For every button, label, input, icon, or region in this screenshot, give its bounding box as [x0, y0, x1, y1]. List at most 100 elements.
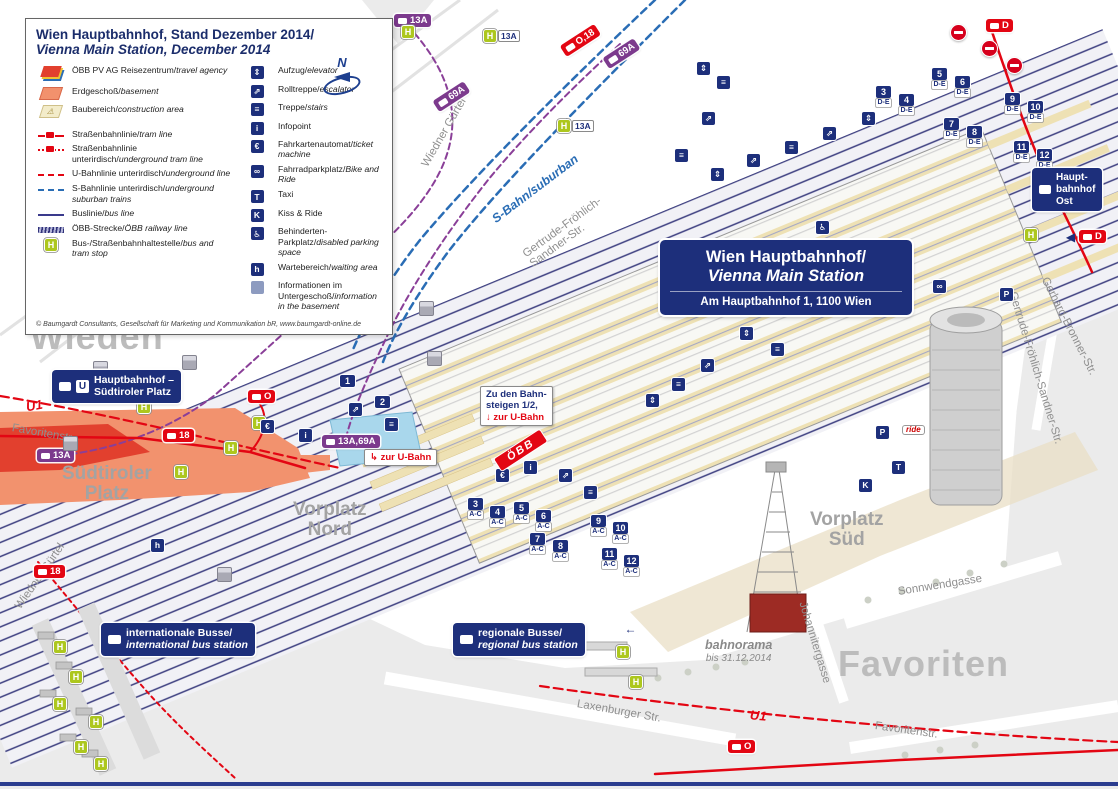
intl-bus-line1: internationale Busse/	[126, 627, 233, 639]
elevator-icon: ⇕	[646, 394, 659, 407]
stairs-icon: ≡	[672, 378, 685, 391]
hbf-ost-line1: Haupt-	[1056, 172, 1088, 183]
place-label-line1: Südtiroler	[62, 463, 152, 484]
platform-badge: 9 A-C	[591, 515, 606, 537]
hbf-ost-line2: bahnhof	[1056, 183, 1096, 195]
legend-item: K Kiss & Ride	[242, 208, 382, 222]
stairs-icon: ≡	[250, 103, 264, 116]
platform-number: 11	[602, 548, 617, 560]
tram-icon	[59, 381, 71, 391]
platform-sectors: D-E	[944, 131, 959, 140]
legend-item-label: Fahrkartenautomat/ticket machine	[278, 139, 374, 160]
bahnorama-name: bahnorama	[705, 638, 773, 652]
platform-badge: 9 D-E	[1005, 93, 1020, 115]
tram-bus-stop: H	[630, 676, 642, 688]
ticket-machine-icon: €	[261, 420, 274, 433]
trees	[654, 560, 1008, 759]
station-address: Am Hauptbahnhof 1, 1100 Wien	[670, 291, 902, 308]
legend-item: ÖBB-Strecke/ÖBB railway line	[36, 223, 232, 234]
tram-bus-stop: H	[402, 26, 414, 38]
escalator-icon: ⇗	[747, 154, 760, 167]
platform-number: 8	[553, 540, 568, 552]
platform-badge: 10 A-C	[613, 522, 628, 544]
legend-item-label: Behinderten-Parkplatz/disabled parking s…	[278, 226, 379, 257]
tram-bus-stop: H 13A	[484, 30, 520, 42]
tram-icon	[252, 393, 261, 400]
infopoint-icon: i	[250, 121, 264, 135]
legend-item: ∞ Fahrradparkplatz/Bike and Ride	[242, 164, 382, 185]
stairs-icon: ≡	[771, 343, 784, 356]
stairs-icon: ≡	[785, 141, 798, 154]
tram-route-badge: D	[986, 19, 1013, 33]
platform-number: 5	[932, 68, 947, 80]
bus-icon	[437, 97, 449, 108]
platform-direction-sign: Zu den Bahn- steigen 1/2, ↓ zur U-Bahn	[480, 386, 553, 427]
bus-icon	[326, 438, 335, 445]
bus-route-number: 13A	[410, 15, 428, 26]
platform-badge: 12 A-C	[624, 555, 639, 577]
legend-item: h Wartebereich/waiting area	[242, 262, 382, 276]
sign-line-ubahn: ↓ zur U-Bahn	[486, 411, 545, 423]
platform-sectors: D-E	[1037, 162, 1052, 171]
legend-title-de: Wien Hauptbahnhof, Stand Dezember 2014/	[36, 27, 315, 42]
underground-line-swatch	[38, 174, 64, 177]
platform-number: 11	[1014, 141, 1029, 153]
bahnorama-date: bis 31.12.2014	[705, 653, 772, 664]
platform-number: 3	[468, 498, 483, 510]
tram-bus-stop: H	[54, 641, 66, 653]
legend-item-label: Erdgeschoß/basement	[72, 85, 159, 96]
u1-line-label: U1	[24, 396, 44, 415]
platform-badge: 5 A-C	[514, 502, 529, 524]
elevator-icon: ⇕	[250, 66, 264, 79]
ubahn-station-box: U Hauptbahnhof – Südtiroler Platz	[52, 370, 181, 403]
platform-badge: 4 A-C	[490, 506, 505, 528]
legend-item-label: Taxi	[278, 189, 294, 200]
tram-icon	[1083, 233, 1092, 240]
u1-line-west	[0, 394, 342, 470]
bus-icon	[108, 634, 121, 644]
platform-sectors: D-E	[876, 99, 891, 108]
stop-icon: H	[138, 401, 150, 413]
platform-number: 4	[899, 94, 914, 106]
legend-item: S-Bahnlinie unterirdisch/underground sub…	[36, 183, 232, 204]
left-arrow-icon: ←	[624, 621, 637, 636]
basement-info-cube	[419, 301, 434, 316]
stop-icon: H	[90, 716, 102, 728]
platform-sectors: A-C	[602, 561, 617, 570]
tram-icon	[732, 743, 741, 750]
platform-number: 9	[1005, 93, 1020, 105]
tram-route-number: O	[264, 391, 272, 402]
stop-route-label: 13A	[498, 30, 520, 42]
elevator-icon: ⇕	[740, 327, 753, 340]
infopoint-icon: i	[299, 429, 312, 442]
place-label-line1: Vorplatz	[810, 509, 884, 530]
legend-item-label: Buslinie/bus line	[72, 208, 135, 219]
platform-badge: 7 D-E	[944, 118, 959, 140]
no-entry-icon	[950, 24, 967, 41]
ubahn-logo: U	[76, 379, 89, 393]
tram-bus-stop: H	[225, 442, 237, 454]
legend-title-en: Vienna Main Station, December 2014	[36, 42, 271, 57]
legend-panel: Wien Hauptbahnhof, Stand Dezember 2014/ …	[25, 18, 393, 335]
place-label: Vorplatz Nord	[293, 500, 367, 539]
tram-bus-stop: H	[54, 698, 66, 710]
stop-icon: H	[630, 676, 642, 688]
legend-item: Erdgeschoß/basement	[36, 86, 232, 100]
platform-number: 4	[490, 506, 505, 518]
stop-swatch: H	[45, 239, 57, 251]
platform-sectors: A-C	[536, 523, 551, 532]
waiting-area-icon: h	[250, 262, 264, 276]
tram-route-badge: O	[248, 390, 276, 404]
stop-icon: H	[175, 466, 187, 478]
regional-bus-line1: regionale Busse/	[478, 627, 563, 639]
disabled-parking-icon: ♿	[816, 221, 829, 234]
place-label: Südtiroler Platz	[62, 464, 152, 503]
platform-sectors: D-E	[899, 107, 914, 116]
tram-route-number: D	[1002, 20, 1009, 31]
tram-route-badge: 18	[34, 565, 65, 579]
platform-badge: 5 D-E	[932, 68, 947, 90]
place-label: Vorplatz Süd	[810, 510, 884, 549]
platform-badge: 6 D-E	[955, 76, 970, 98]
legend-item-label: Informationen im Untergeschoß/informatio…	[278, 280, 377, 311]
